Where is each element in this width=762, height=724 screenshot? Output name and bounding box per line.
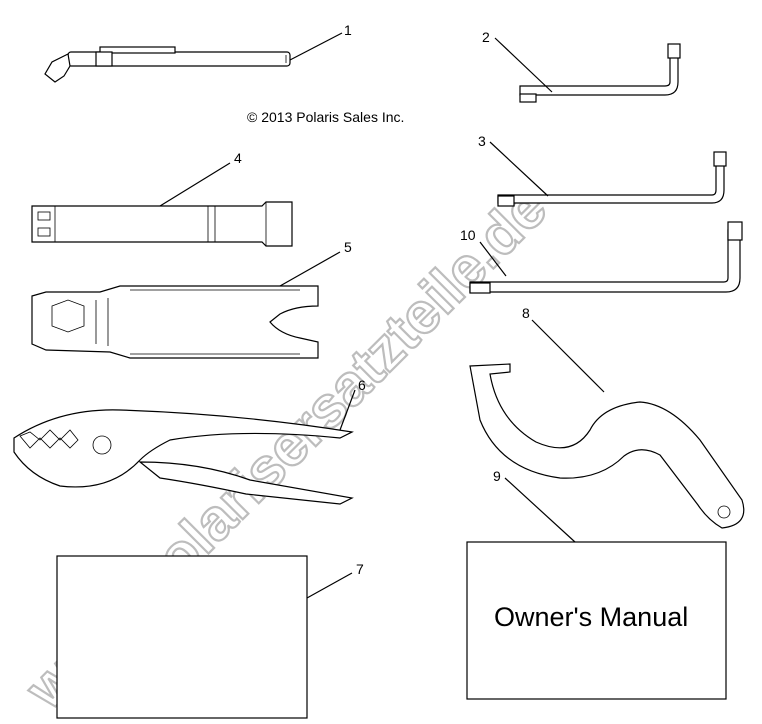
copyright-text: © 2013 Polaris Sales Inc. <box>247 109 404 125</box>
part-8-spanner-wrench <box>469 363 745 529</box>
leader-line-1 <box>289 32 343 61</box>
part-1-pressure-gauge <box>44 46 291 83</box>
leader-line-3 <box>489 141 549 197</box>
leader-line-5 <box>279 251 341 287</box>
part-9-owners-manual <box>466 541 727 700</box>
callout-3: 3 <box>478 133 486 149</box>
leader-line-8 <box>531 319 605 393</box>
part-10-hex-key <box>469 221 743 294</box>
callout-9: 9 <box>493 468 501 484</box>
callout-1: 1 <box>344 22 352 38</box>
callout-2: 2 <box>482 29 490 45</box>
part-7-card <box>56 555 308 719</box>
part-6-pliers <box>13 409 354 505</box>
leader-line-2 <box>494 37 553 93</box>
callout-4: 4 <box>234 150 242 166</box>
part-3-hex-key <box>497 151 727 207</box>
leader-line-6 <box>339 389 356 431</box>
callout-10: 10 <box>460 227 476 243</box>
callout-7: 7 <box>356 561 364 577</box>
callout-6: 6 <box>358 377 366 393</box>
part-4-socket-wrench <box>31 201 293 247</box>
callout-5: 5 <box>344 239 352 255</box>
leader-line-9 <box>504 477 576 543</box>
part-2-hex-key <box>519 43 681 103</box>
leader-line-7 <box>306 572 353 599</box>
leader-line-10 <box>479 241 507 277</box>
part-5-clutch-tool <box>31 285 319 359</box>
callout-8: 8 <box>522 305 530 321</box>
leader-line-4 <box>159 162 231 207</box>
owners-manual-label: Owner's Manual <box>494 602 688 632</box>
